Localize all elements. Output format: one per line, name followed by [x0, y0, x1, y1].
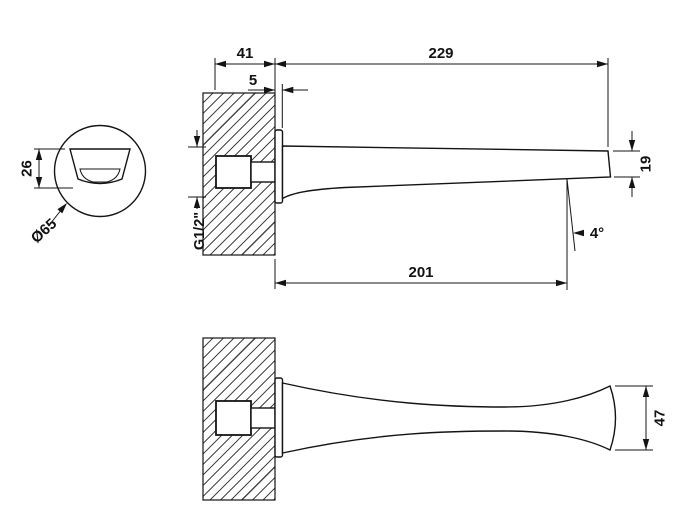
- dimension-41: 41: [214, 45, 276, 128]
- dimension-dia65: Ø65: [28, 203, 67, 247]
- spout-plan-profile: [281, 382, 617, 454]
- dimension-thread-label: G1/2": [192, 212, 208, 250]
- dimension-229: 229: [275, 45, 609, 147]
- spout-side-profile: [281, 145, 612, 200]
- dimension-thread: G1/2": [188, 130, 208, 250]
- dimension-47: 47: [615, 385, 669, 451]
- spout-front-outline: [69, 148, 131, 185]
- inlet-body-plan: [215, 400, 252, 436]
- dimension-41-label: 41: [237, 45, 254, 62]
- dimension-47-label: 47: [652, 410, 669, 427]
- dimension-201-label: 201: [408, 264, 433, 281]
- dimension-19-label: 19: [638, 156, 655, 173]
- dimension-angle-4: 4°: [566, 178, 604, 290]
- flange-side: [274, 129, 284, 204]
- dimension-229-label: 229: [428, 45, 453, 62]
- dimension-5-label: 5: [249, 72, 257, 89]
- dimension-201: 201: [274, 259, 567, 289]
- dimension-26-label: 26: [19, 160, 36, 177]
- spout-front-opening: [79, 168, 121, 183]
- dimension-dia65-label: Ø65: [28, 215, 60, 247]
- dimension-19: 19: [613, 131, 655, 197]
- inlet-stem-plan: [250, 407, 276, 429]
- detail-view-front: 26 Ø65: [19, 124, 147, 247]
- dimension-26: 26: [19, 148, 73, 189]
- flange-plan: [274, 377, 284, 458]
- inlet-body-side: [215, 155, 252, 189]
- inlet-stem-side: [250, 161, 276, 183]
- plan-view: 47: [202, 337, 669, 501]
- dimension-angle-4-label: 4°: [590, 225, 604, 242]
- dimension-5: 5: [248, 72, 308, 128]
- side-view: 41 229 5: [188, 45, 655, 290]
